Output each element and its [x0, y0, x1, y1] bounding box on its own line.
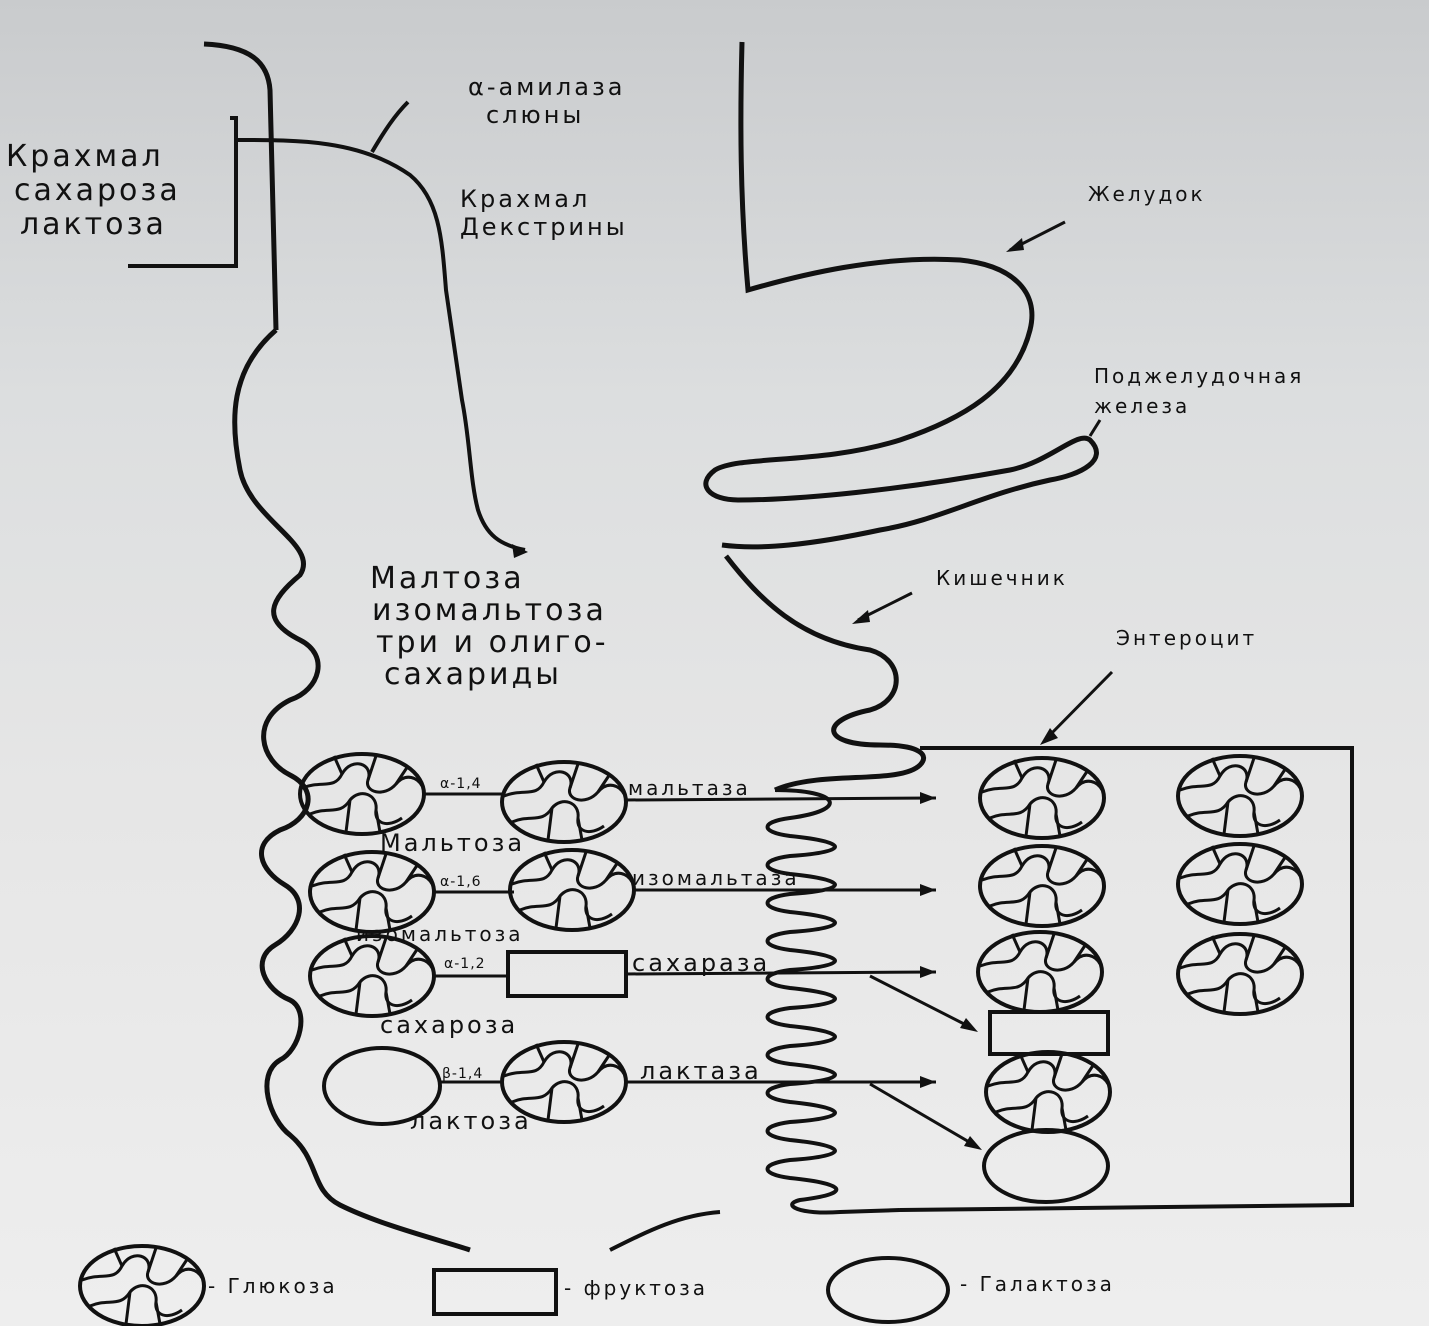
absorbed-glucose-6 — [1176, 932, 1304, 1016]
enzyme-label-2: изомальтаза — [632, 866, 800, 890]
food-path — [235, 138, 526, 552]
saliva-amylase-label-2: слюны — [486, 101, 585, 129]
food-label-1: Крахмал — [6, 139, 164, 174]
legend-glucose-label: - Глюкоза — [208, 1274, 338, 1298]
substrate-label-4: лактоза — [410, 1107, 532, 1135]
pancreas-label-2: железа — [1094, 394, 1191, 418]
intestine-left-wall — [232, 328, 471, 1253]
legend-glucose-icon — [78, 1244, 206, 1326]
dextrins-label: Декстрины — [460, 213, 628, 241]
food-label-3: лактоза — [20, 207, 167, 242]
intestine-bottom-wall — [609, 1210, 721, 1252]
mouth-left-wall — [203, 41, 279, 331]
absorbed-glucose-4 — [1176, 842, 1304, 926]
products-label-1: Малтоза — [370, 561, 525, 596]
absorbed-galactose — [982, 1128, 1110, 1204]
products-label-2: изомальтоза — [372, 593, 607, 628]
enterocyte-box — [899, 746, 1354, 1212]
amylase-pointer — [370, 100, 410, 154]
absorbed-glucose-3 — [978, 844, 1106, 928]
sucrose-glucose — [308, 934, 436, 1018]
food-bracket — [128, 116, 238, 268]
legend-galactose-icon — [826, 1256, 950, 1324]
absorbed-glucose-2 — [1176, 754, 1304, 838]
enzyme-label-1: мальтаза — [628, 776, 751, 800]
bond-label-2: α-1,6 — [440, 874, 482, 890]
legend-fructose-icon — [432, 1268, 558, 1316]
products-label-3: три и олиго- — [376, 625, 609, 660]
absorbed-glucose-1 — [978, 756, 1106, 840]
sucrose-fructose — [506, 950, 628, 998]
enterocyte-arrow — [1043, 670, 1114, 742]
substrate-label-3: сахароза — [380, 1011, 519, 1039]
bond-label-1: α-1,4 — [440, 776, 482, 792]
maltose-glucose-1 — [298, 752, 426, 836]
substrate-label-2: изомальтоза — [356, 922, 524, 946]
absorbed-fructose — [988, 1010, 1110, 1056]
enzyme-label-3: сахараза — [632, 949, 771, 977]
starch-label: Крахмал — [460, 185, 591, 213]
substrate-label-1: Мальтоза — [380, 829, 526, 857]
isomaltose-glucose-1 — [308, 850, 436, 934]
bond-label-3: α-1,2 — [444, 956, 486, 972]
intestine-label: Кишечник — [936, 566, 1068, 590]
products-label-4: сахариды — [384, 657, 562, 692]
intestine-right-wall — [724, 554, 927, 793]
pancreas-label-1: Поджелудочная — [1094, 364, 1305, 388]
legend-fructose-label: - фруктоза — [564, 1276, 709, 1300]
isomaltose-glucose-2 — [508, 848, 636, 932]
microvilli — [765, 788, 901, 1215]
food-path-arrow — [512, 544, 528, 558]
legend-galactose-label: - Галактоза — [960, 1272, 1115, 1296]
pancreas-arrow — [1088, 419, 1102, 437]
stomach-label: Желудок — [1088, 182, 1206, 206]
absorbed-glucose-5 — [976, 930, 1104, 1014]
enterocyte-label: Энтероцит — [1116, 626, 1258, 650]
enzyme-label-4: лактаза — [640, 1057, 762, 1085]
stomach-outline — [703, 41, 1099, 550]
saliva-amylase-label-1: α-амилаза — [468, 73, 626, 101]
lactose-galactose — [322, 1046, 442, 1126]
food-label-2: сахароза — [14, 173, 181, 208]
absorbed-glucose-7 — [984, 1050, 1112, 1134]
bond-label-4: β-1,4 — [442, 1066, 484, 1082]
